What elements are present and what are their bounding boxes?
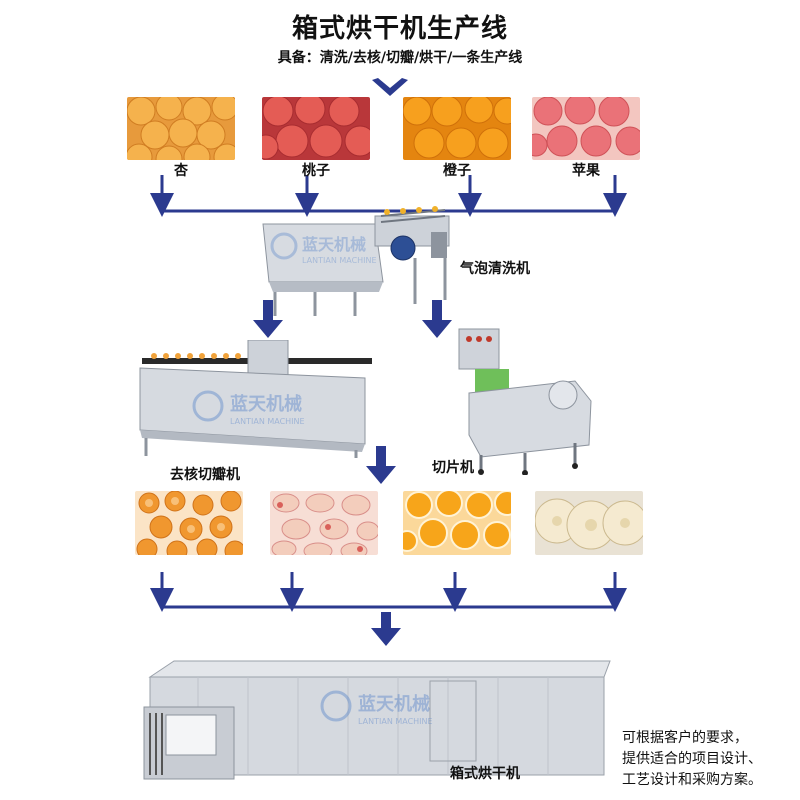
apricot-slices-photo [135,491,243,555]
apricot-photo [127,97,235,160]
watermark-cn: 蓝天机械 [358,693,430,715]
washer-label: 气泡清洗机 [460,261,530,277]
page-title: 箱式烘干机生产线 [291,14,508,44]
split-arrows [253,300,452,484]
fruit-label-apricot: 杏 [174,163,188,179]
down-arrow-icon [253,300,283,338]
page-subtitle: 具备：清洗/去核/切瓣/烘干/一条生产线 [277,50,523,66]
down-arrow-icon [366,446,396,484]
down-arrow-icon [371,612,401,646]
watermark-cn: 蓝天机械 [302,235,366,254]
dryer-label: 箱式烘干机 [450,766,520,782]
apple-slices-photo [535,491,643,555]
box-dryer-machine [138,655,612,780]
orange-slices-photo [403,491,511,555]
fruit-label-apple: 苹果 [572,163,600,179]
watermark-cn: 蓝天机械 [230,393,302,415]
bottom-merge-lines [150,572,627,612]
fruit-label-orange: 橙子 [443,163,471,179]
down-arrow-icon [422,300,452,338]
bubble-washer-machine [255,192,455,317]
brand-watermark: 蓝天机械 LANTIAN MACHINE [320,690,433,726]
note-line: 可根据客户的要求， [622,730,748,746]
slicer-label: 切片机 [432,460,474,476]
fruit-label-peach: 桃子 [302,163,330,179]
note-line: 提供适合的项目设计、 [622,751,762,767]
peach-slices-photo [270,491,378,555]
brand-watermark: 蓝天机械 LANTIAN MACHINE [192,390,305,426]
top-chevron-icon [372,78,408,96]
pitter-machine [130,339,375,460]
slicer-machine [455,325,595,476]
brand-watermark: 蓝天机械 LANTIAN MACHINE [270,232,377,265]
peach-photo [262,97,370,160]
apple-photo [532,97,640,160]
custom-service-note: 可根据客户的要求， 提供适合的项目设计、 工艺设计和采购方案。 [622,728,762,791]
orange-photo [403,97,511,160]
pitter-label: 去核切瓣机 [170,467,240,483]
watermark-en: LANTIAN MACHINE [302,256,377,265]
watermark-en: LANTIAN MACHINE [230,417,305,426]
watermark-en: LANTIAN MACHINE [358,717,433,726]
note-line: 工艺设计和采购方案。 [622,772,762,788]
